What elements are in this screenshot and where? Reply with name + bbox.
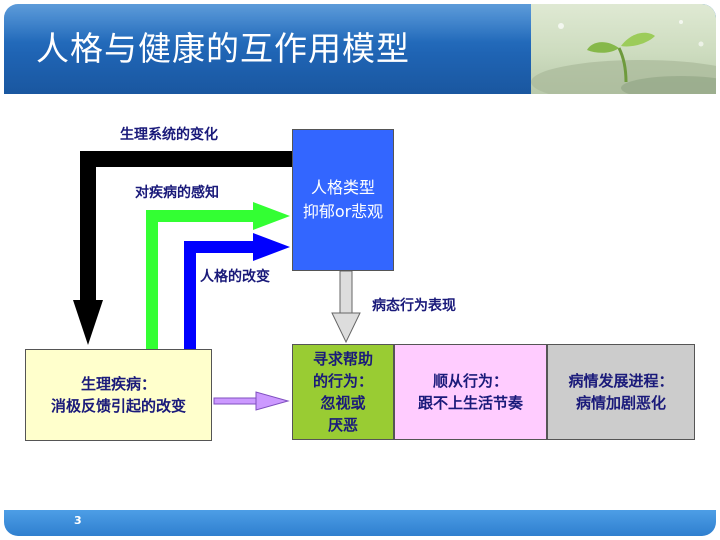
slide-title: 人格与健康的互作用模型	[36, 29, 410, 68]
compliance-box: 顺从行为： 跟不上生活节奏	[394, 344, 547, 440]
illness-behavior-label: 病态行为表现	[372, 298, 456, 314]
perception-label: 对疾病的感知	[135, 185, 219, 201]
physiological-disease-box: 生理疾病： 消极反馈引起的改变	[25, 349, 212, 441]
personality-change-arrow	[184, 233, 290, 349]
disease-subtitle: 消极反馈引起的改变	[50, 397, 186, 415]
help-seeking-box: 寻求帮助 的行为： 忽视或 厌恶	[292, 344, 394, 440]
personality-type-subtitle: 抑郁or悲观	[302, 202, 384, 221]
physiological-change-arrow	[73, 151, 292, 345]
disease-progress-box: 病情发展进程： 病情加剧恶化	[547, 344, 695, 440]
progress-line: 病情加剧恶化	[575, 394, 666, 412]
personality-change-label: 人格的改变	[200, 269, 270, 285]
page-number: 3	[74, 514, 82, 527]
help-line: 厌恶	[327, 416, 358, 434]
help-line: 的行为：	[312, 372, 373, 390]
disease-title: 生理疾病：	[80, 375, 156, 393]
feedback-arrow	[213, 391, 290, 411]
personality-type-box: 人格类型 抑郁or悲观	[292, 129, 394, 271]
compliance-line: 顺从行为：	[432, 372, 508, 390]
slide-header: 人格与健康的互作用模型	[4, 4, 716, 94]
progress-line: 病情发展进程：	[568, 372, 674, 390]
header-photo	[531, 4, 716, 94]
illness-behavior-arrow	[331, 270, 361, 344]
slide-footer: 3	[4, 510, 716, 536]
compliance-line: 跟不上生活节奏	[417, 394, 523, 412]
physiological-change-label: 生理系统的变化	[120, 127, 218, 143]
help-line: 忽视或	[320, 394, 366, 412]
perception-arrow	[146, 202, 290, 349]
help-line: 寻求帮助	[312, 350, 373, 368]
seedling-image	[531, 20, 716, 94]
personality-type-title: 人格类型	[310, 178, 375, 197]
